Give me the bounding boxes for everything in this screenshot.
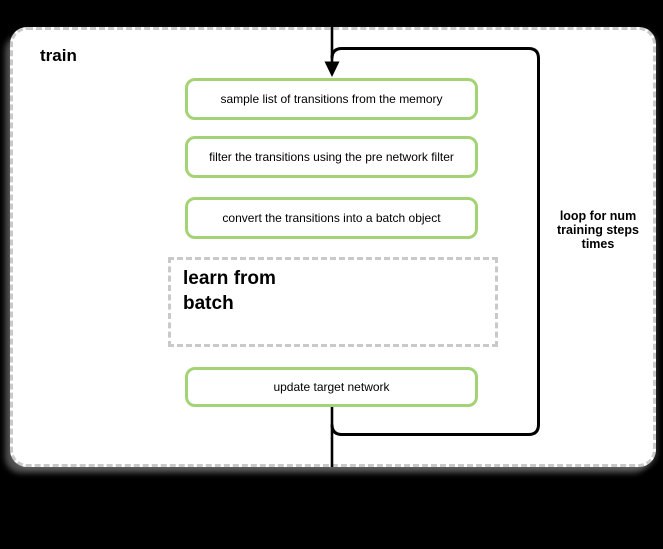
activity-convert-to-batch: convert the transitions into a batch obj… — [185, 197, 478, 239]
activity-sample-transitions: sample list of transitions from the memo… — [185, 78, 478, 120]
activity-update-target-network: update target network — [185, 367, 478, 407]
learn-from-batch-group: learn from batch — [168, 257, 498, 347]
loop-annotation: loop for num training steps times — [557, 209, 639, 251]
group-label: learn from batch — [183, 268, 276, 315]
partition-title: train — [40, 46, 77, 65]
activity-filter-transitions: filter the transitions using the pre net… — [185, 136, 478, 178]
